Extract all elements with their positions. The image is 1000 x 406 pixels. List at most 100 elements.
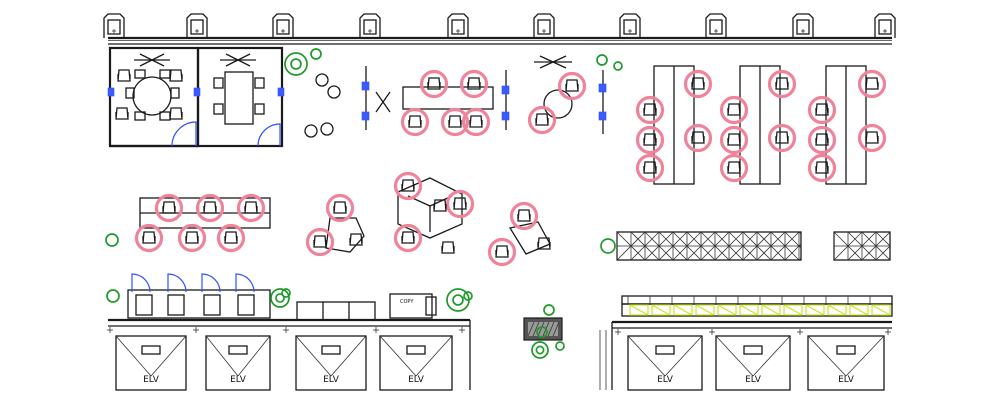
grid-cross-marker xyxy=(797,329,803,335)
chair-icon[interactable] xyxy=(509,201,539,231)
chair-icon[interactable] xyxy=(440,107,470,137)
elevator-icon[interactable]: ELV xyxy=(205,335,271,391)
chair-icon[interactable] xyxy=(134,223,164,253)
chair-icon[interactable] xyxy=(767,69,797,99)
partition-markers xyxy=(107,87,285,97)
chair-icon[interactable] xyxy=(487,237,517,267)
plant-icon xyxy=(613,61,623,71)
desk-cluster-3 xyxy=(825,65,867,185)
plant-icon xyxy=(600,238,616,254)
desk-cluster-1 xyxy=(653,65,695,185)
chair-icon[interactable] xyxy=(683,69,713,99)
chair-icon[interactable] xyxy=(807,125,837,155)
chair-icon[interactable] xyxy=(527,105,557,135)
chair-icon[interactable] xyxy=(807,153,837,183)
elevator-icon[interactable]: ELV xyxy=(115,335,187,391)
chair-icon[interactable] xyxy=(461,107,491,137)
window-mullion-icon xyxy=(103,13,125,38)
plant-icon xyxy=(106,289,120,303)
plant-icon xyxy=(543,304,555,316)
chair-icon[interactable] xyxy=(325,193,355,223)
tri-pod-1 xyxy=(325,217,365,253)
window-mullion-icon xyxy=(533,13,555,38)
chair-icon[interactable] xyxy=(419,69,449,99)
chair-icon[interactable] xyxy=(236,193,266,223)
grid-cross-marker xyxy=(193,327,199,333)
elevator-label: ELV xyxy=(408,375,425,385)
chair-icon[interactable] xyxy=(169,69,183,82)
chair-icon[interactable] xyxy=(154,193,184,223)
elevator-icon[interactable]: ELV xyxy=(627,335,703,391)
chair-icon[interactable] xyxy=(459,69,489,99)
panel-strip xyxy=(621,295,893,317)
chair-icon[interactable] xyxy=(719,125,749,155)
chair-icon[interactable] xyxy=(393,223,423,253)
copier-label: COPY xyxy=(400,299,414,305)
chair-icon[interactable] xyxy=(177,223,207,253)
chair-icon[interactable] xyxy=(216,223,246,253)
printer-station xyxy=(523,317,563,341)
meeting-room-rect xyxy=(196,46,284,148)
chair-icon[interactable] xyxy=(635,153,665,183)
elevator-label: ELV xyxy=(745,375,762,385)
plant-icon xyxy=(531,341,549,359)
door-swing-icon[interactable] xyxy=(235,273,255,293)
chair-icon[interactable] xyxy=(433,199,447,212)
plant-layer xyxy=(105,48,623,359)
tri-pod-2 xyxy=(397,177,463,239)
chair-icon[interactable] xyxy=(117,69,131,82)
grid-cross-marker xyxy=(885,329,891,335)
chair-icon[interactable] xyxy=(557,71,587,101)
chair-icon[interactable] xyxy=(537,237,551,250)
plant-icon xyxy=(270,288,290,308)
door-swing-icon[interactable] xyxy=(201,273,221,293)
bench-desk-center xyxy=(402,86,494,110)
chair-icon[interactable] xyxy=(400,107,430,137)
door-swing-icon[interactable] xyxy=(171,121,197,147)
window-mullion-icon xyxy=(874,13,896,38)
chair-icon[interactable] xyxy=(857,69,887,99)
chair-icon[interactable] xyxy=(115,107,129,120)
elevator-icon[interactable]: ELV xyxy=(807,335,885,391)
credenza xyxy=(296,301,376,321)
chair-icon[interactable] xyxy=(349,233,363,246)
copier-icon[interactable]: COPY xyxy=(389,293,437,319)
door-swing-icon[interactable] xyxy=(167,273,187,293)
grid-cross-marker xyxy=(709,329,715,335)
chair-icon[interactable] xyxy=(767,123,797,153)
elevator-label: ELV xyxy=(323,375,340,385)
chair-icon[interactable] xyxy=(683,123,713,153)
plant-icon xyxy=(310,48,322,60)
chair-icon[interactable] xyxy=(857,123,887,153)
plant-icon xyxy=(281,288,291,298)
elevator-icon[interactable]: ELV xyxy=(295,335,367,391)
chair-icon[interactable] xyxy=(393,171,423,201)
window-mullion-icon xyxy=(186,13,208,38)
chair-icon[interactable] xyxy=(445,189,475,219)
chair-icon[interactable] xyxy=(719,95,749,125)
chair-icon[interactable] xyxy=(305,227,335,257)
window-mullion-row xyxy=(103,13,896,38)
plant-icon xyxy=(463,291,473,301)
elevator-label: ELV xyxy=(230,375,247,385)
chair-icon[interactable] xyxy=(195,193,225,223)
chair-icon[interactable] xyxy=(635,95,665,125)
chair-icon[interactable] xyxy=(719,153,749,183)
chair-icon[interactable] xyxy=(441,241,455,254)
grid-cross-marker xyxy=(615,329,621,335)
elevator-icon[interactable]: ELV xyxy=(715,335,791,391)
storage-run-1 xyxy=(616,231,802,261)
ceiling-fixture-icon xyxy=(134,53,170,67)
chair-icon[interactable] xyxy=(169,107,183,120)
ceiling-fixture-icon xyxy=(534,55,572,69)
door-swing-icon[interactable] xyxy=(257,123,281,147)
storage-run-2 xyxy=(833,231,891,261)
chair-icon[interactable] xyxy=(635,125,665,155)
window-mullion-icon xyxy=(272,13,294,38)
door-swing-icon[interactable] xyxy=(131,273,151,293)
chair-icon[interactable] xyxy=(807,95,837,125)
column-grid-markers xyxy=(361,66,607,134)
elevator-icon[interactable]: ELV xyxy=(379,335,453,391)
window-mullion-icon xyxy=(792,13,814,38)
